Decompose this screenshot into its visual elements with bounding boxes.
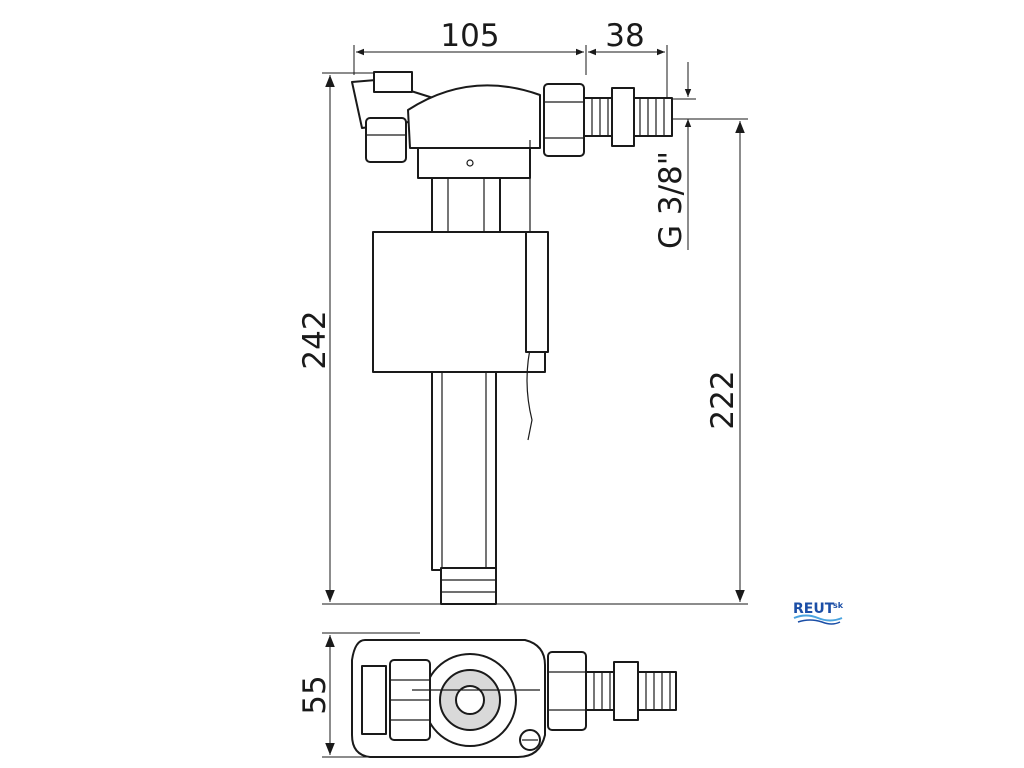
dimension-width-thread: 38 bbox=[605, 18, 644, 54]
bottom-view bbox=[351, 639, 677, 758]
dimension-thread-size: G 3/8" bbox=[653, 151, 689, 249]
logo-suffix: sk bbox=[833, 601, 844, 610]
dimension-depth-bottom-view: 55 bbox=[297, 675, 333, 714]
front-view bbox=[351, 71, 673, 605]
logo-name: REUT bbox=[793, 601, 835, 617]
dimension-height-inlet: 222 bbox=[705, 370, 741, 429]
reut-logo: REUT sk bbox=[793, 601, 844, 625]
dimension-width-body: 105 bbox=[440, 18, 499, 54]
dimension-height-total: 242 bbox=[297, 310, 333, 369]
logo-wave-icon-2 bbox=[797, 619, 841, 625]
dimension-lines bbox=[322, 45, 748, 758]
logo-wave-icon bbox=[793, 614, 843, 622]
